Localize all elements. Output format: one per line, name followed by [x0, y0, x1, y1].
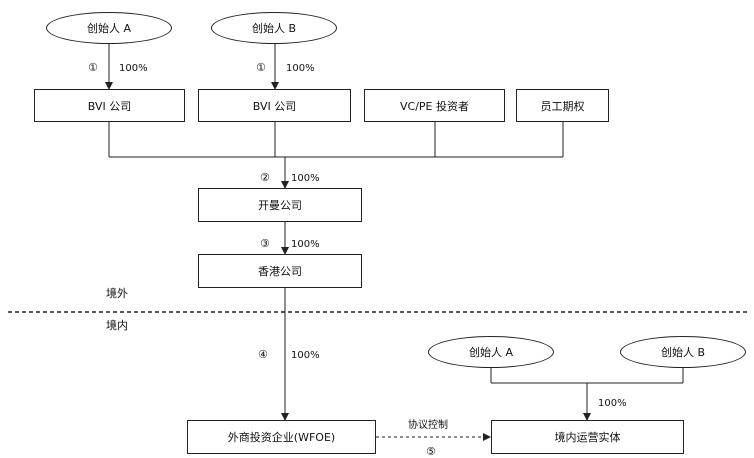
wfoe-box: 外商投资企业(WFOE) [187, 420, 376, 454]
vc-pe-investor-box: VC/PE 投资者 [364, 89, 505, 122]
employee-options-box: 员工期权 [516, 89, 609, 122]
percentage-hongkong: 100% [291, 239, 320, 250]
domestic-founder-b-ellipse: 创始人 B [620, 336, 746, 368]
step-5-marker: ⑤ [426, 445, 436, 458]
offshore-label: 境外 [106, 287, 128, 300]
step-3-marker: ③ [260, 237, 270, 250]
step-1-marker-b: ① [256, 61, 266, 74]
percentage-domestic-entity: 100% [598, 398, 627, 409]
onshore-label: 境内 [106, 319, 128, 332]
hongkong-company-box: 香港公司 [198, 254, 362, 288]
domestic-founder-a-ellipse: 创始人 A [428, 336, 554, 368]
percentage-founder-b: 100% [286, 63, 315, 74]
step-2-marker: ② [260, 171, 270, 184]
bvi-company-b-box: BVI 公司 [198, 89, 351, 122]
percentage-founder-a: 100% [119, 63, 148, 74]
cayman-company-box: 开曼公司 [198, 188, 362, 222]
contract-control-label: 协议控制 [408, 420, 448, 431]
percentage-cayman: 100% [291, 173, 320, 184]
founder-a-ellipse: 创始人 A [46, 12, 172, 44]
step-4-marker: ④ [258, 348, 268, 361]
bvi-company-a-box: BVI 公司 [34, 89, 185, 122]
percentage-wfoe: 100% [291, 350, 320, 361]
domestic-operating-entity-box: 境内运营实体 [491, 420, 684, 454]
step-1-marker-a: ① [88, 61, 98, 74]
founder-b-ellipse: 创始人 B [211, 12, 337, 44]
